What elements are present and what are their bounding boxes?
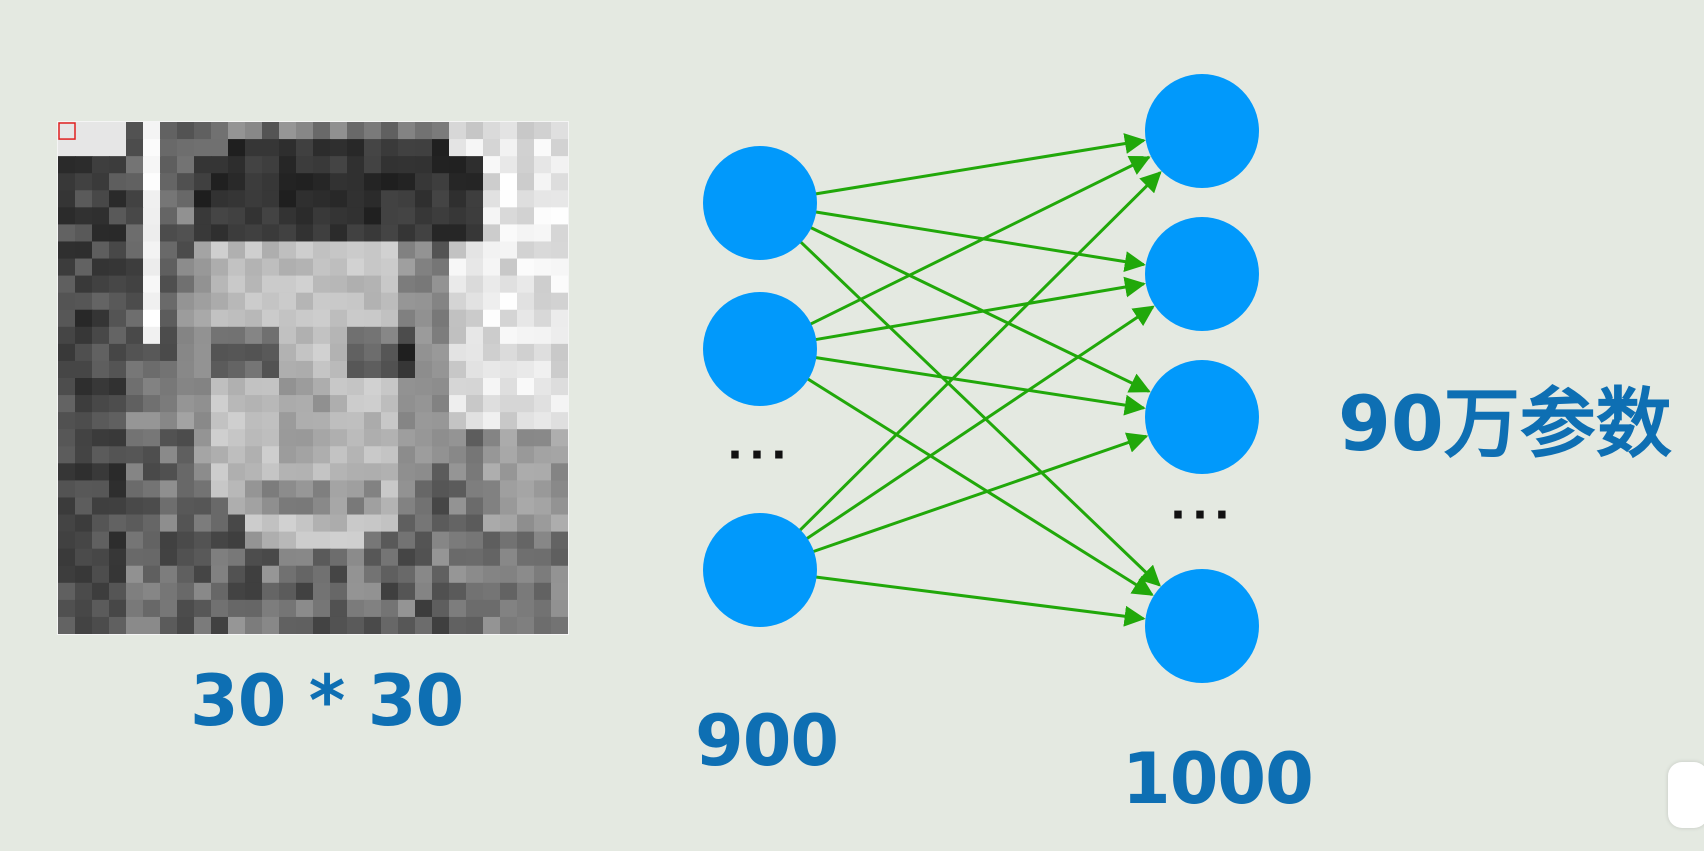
output-neuron-4 (1145, 569, 1259, 683)
corner-badge (1668, 762, 1704, 828)
params-count-label: 90万参数 (1338, 362, 1672, 472)
connection-arrow-1-1 (814, 284, 1144, 340)
connection-arrow-0-3 (800, 241, 1160, 585)
input-neuron-3 (703, 513, 817, 627)
connection-arrows (799, 140, 1160, 618)
connection-arrow-1-3 (807, 378, 1152, 594)
input-count-label: 900 (695, 700, 838, 782)
output-count-label: 1000 (1122, 738, 1313, 820)
connection-arrow-2-1 (806, 307, 1153, 540)
input-neuron-2 (703, 292, 817, 406)
neurons (703, 74, 1259, 683)
input-neuron-1 (703, 146, 817, 260)
output-neuron-3 (1145, 360, 1259, 474)
output-neuron-1 (1145, 74, 1259, 188)
output-ellipsis: ··· (1170, 494, 1236, 536)
connection-arrow-0-2 (810, 227, 1149, 391)
connection-arrow-2-2 (812, 436, 1146, 552)
input-ellipsis: ··· (727, 434, 793, 476)
connection-arrow-1-0 (809, 157, 1149, 325)
connection-arrow-2-3 (815, 577, 1144, 619)
connection-arrow-0-0 (814, 140, 1143, 194)
connection-arrow-2-0 (799, 173, 1160, 532)
output-neuron-2 (1145, 217, 1259, 331)
